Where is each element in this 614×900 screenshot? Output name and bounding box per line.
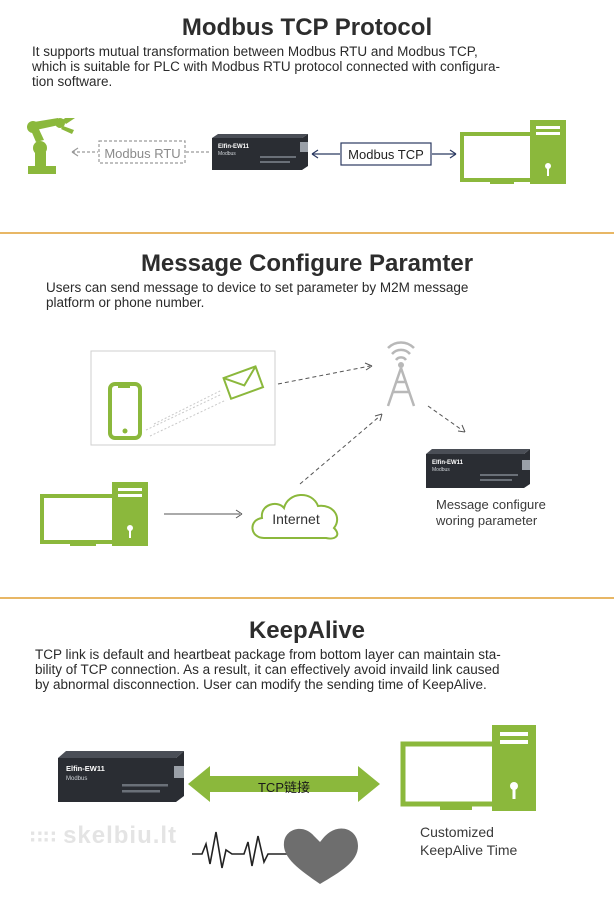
keepalive-caption-line-1: Customized xyxy=(420,824,494,840)
message-caption-line-2: woring parameter xyxy=(436,513,538,528)
keepalive-desc-line-2: bility of TCP connection. As a result, i… xyxy=(35,662,500,677)
heartbeat-icon xyxy=(192,828,358,884)
antenna-icon xyxy=(386,341,416,407)
divider-2 xyxy=(0,597,614,599)
message-caption: Message configure woring parameter xyxy=(436,497,546,529)
robot-arm-icon xyxy=(27,118,75,174)
phone-message-panel xyxy=(90,350,276,446)
watermark: ∷∷ skelbiu.lt xyxy=(30,822,177,850)
keepalive-desc-line-3: by abnormal disconnection. User can modi… xyxy=(35,677,487,692)
tcp-connector xyxy=(311,142,457,166)
device-brand-text: Elfin-EW11 xyxy=(432,460,464,466)
device-icon: Elfin-EW11 Modbus xyxy=(426,449,530,488)
device-brand-text: Elfin-EW11 xyxy=(66,764,105,773)
heart-icon xyxy=(283,828,358,884)
computer-icon xyxy=(400,725,536,811)
message-flow-arrows xyxy=(164,362,466,519)
modbus-desc: It supports mutual transformation betwee… xyxy=(32,44,592,89)
message-desc-line-2: platform or phone number. xyxy=(46,295,205,310)
keepalive-caption-line-2: KeepAlive Time xyxy=(420,842,518,858)
tcp-link-label: TCP链接 xyxy=(257,780,310,795)
modbus-desc-line-3: tion software. xyxy=(32,74,113,89)
watermark-dots: ∷∷ xyxy=(30,827,64,847)
message-desc: Users can send message to device to set … xyxy=(46,280,586,310)
envelope-icon xyxy=(222,365,265,401)
device-brand-text: Elfin-EW11 xyxy=(218,144,250,150)
keepalive-desc-line-1: TCP link is default and heartbeat packag… xyxy=(35,647,501,662)
internet-label: Internet xyxy=(272,511,320,527)
modbus-desc-line-2: which is suitable for PLC with Modbus RT… xyxy=(32,59,500,74)
divider-1 xyxy=(0,232,614,234)
tcp-link-double-arrow xyxy=(188,766,380,802)
device-sub-text: Modbus xyxy=(432,467,450,473)
keepalive-caption: Customized KeepAlive Time xyxy=(420,823,517,859)
rtu-connector xyxy=(71,140,210,164)
computer-icon xyxy=(460,120,566,184)
modbus-rtu-label: Modbus RTU xyxy=(104,146,181,161)
modbus-desc-line-1: It supports mutual transformation betwee… xyxy=(32,44,478,59)
device-icon: Elfin-EW11 Modbus xyxy=(212,134,308,170)
device-sub-text: Modbus xyxy=(66,776,87,782)
phone-icon xyxy=(108,382,142,440)
watermark-text: skelbiu.lt xyxy=(63,822,178,849)
message-caption-line-1: Message configure xyxy=(436,497,546,512)
device-icon: Elfin-EW11 Modbus xyxy=(58,751,184,802)
modbus-title: Modbus TCP Protocol xyxy=(181,14,433,41)
message-title: Message Configure Paramter xyxy=(140,250,474,277)
message-desc-line-1: Users can send message to device to set … xyxy=(46,280,469,295)
modbus-tcp-label: Modbus TCP xyxy=(348,147,424,162)
keepalive-desc: TCP link is default and heartbeat packag… xyxy=(35,647,595,692)
cloud-icon xyxy=(251,494,339,540)
computer-icon xyxy=(40,482,148,546)
device-sub-text: Modbus xyxy=(218,151,236,157)
keepalive-title: KeepAlive xyxy=(248,617,366,644)
